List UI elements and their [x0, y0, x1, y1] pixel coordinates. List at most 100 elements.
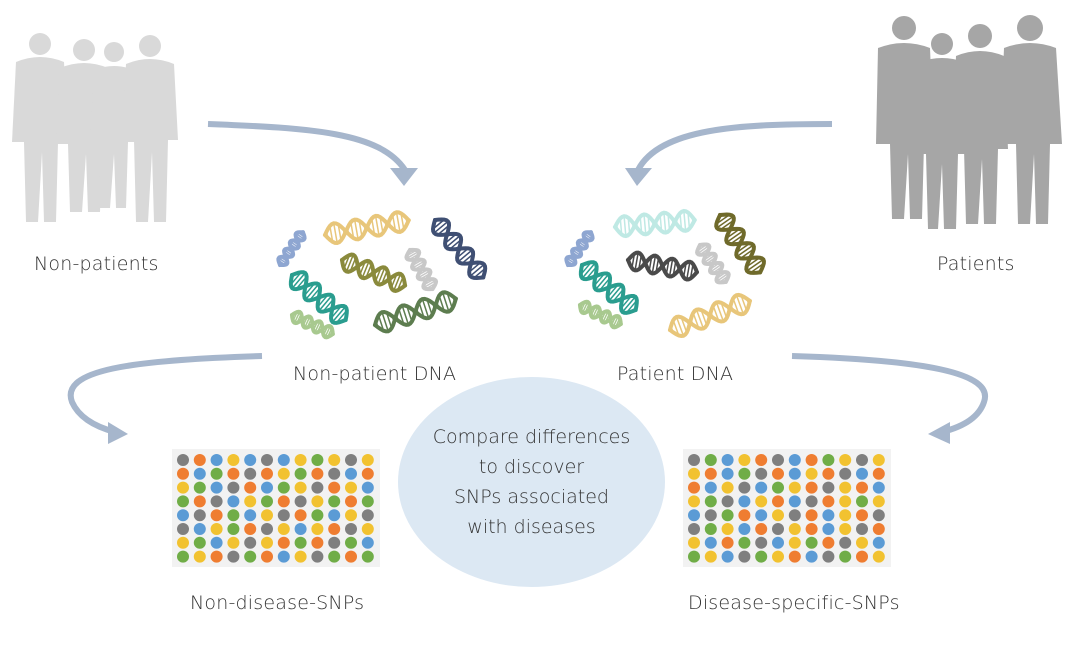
snp-dot	[788, 495, 801, 508]
snp-dot	[721, 454, 734, 466]
snp-dot	[839, 467, 852, 480]
snp-dot	[688, 495, 700, 508]
snp-dot	[688, 523, 700, 535]
snp-dot	[294, 536, 307, 549]
snp-dot	[738, 467, 751, 480]
snp-dot	[345, 550, 357, 563]
snp-dot	[755, 481, 768, 494]
snp-dot	[688, 481, 700, 494]
snp-dot	[772, 495, 784, 508]
snp-dot	[721, 495, 734, 508]
snp-dot	[856, 495, 868, 508]
snp-dot	[244, 523, 257, 535]
snp-dot	[244, 509, 257, 522]
dna-helix-icon	[578, 299, 623, 330]
snp-dot	[177, 509, 189, 522]
snp-dot	[755, 495, 768, 508]
snp-dot	[210, 495, 223, 508]
snp-dot	[822, 467, 835, 480]
snp-dot	[261, 509, 273, 522]
snp-dot	[856, 523, 868, 535]
arrow-head	[928, 422, 950, 444]
snp-dot	[328, 523, 341, 535]
snp-dot	[721, 536, 734, 549]
arrow-head	[390, 168, 418, 186]
snp-dot	[704, 550, 717, 563]
snp-dot	[193, 550, 206, 563]
snp-dot	[227, 495, 240, 508]
non-disease-snps-label: Non-disease-SNPs	[190, 592, 365, 614]
snp-dot	[839, 481, 852, 494]
snp-dot	[856, 454, 868, 466]
snp-dot	[822, 495, 835, 508]
snp-dot	[210, 454, 223, 466]
snp-dot	[294, 550, 307, 563]
arrow-head	[625, 168, 652, 186]
snp-dot	[755, 454, 768, 466]
snp-dot	[294, 467, 307, 480]
dna-helix-icon	[404, 247, 439, 292]
snp-dot	[704, 467, 717, 480]
dna-helix-icon	[288, 270, 349, 325]
snp-dot	[856, 550, 868, 563]
snp-dot	[788, 536, 801, 549]
snp-dot	[177, 481, 189, 494]
snp-dots	[177, 454, 374, 563]
snp-dot	[193, 509, 206, 522]
snp-dot	[345, 509, 357, 522]
snp-dot	[805, 550, 818, 563]
snp-dot	[277, 536, 290, 549]
snp-dot	[294, 495, 307, 508]
snp-dot	[277, 454, 290, 466]
snp-dot	[244, 536, 257, 549]
snp-dot	[227, 467, 240, 480]
snp-dot	[177, 454, 189, 466]
snp-dot	[294, 523, 307, 535]
disease-specific-snp-grid	[683, 449, 891, 567]
snp-dot	[721, 509, 734, 522]
snp-dot	[244, 550, 257, 563]
snp-dot	[294, 481, 307, 494]
snp-dot	[210, 550, 223, 563]
snp-dot	[294, 454, 307, 466]
snp-dot	[805, 509, 818, 522]
snp-dot	[755, 550, 768, 563]
snp-dot	[788, 550, 801, 563]
snp-dot	[328, 454, 341, 466]
snp-dot	[688, 467, 700, 480]
snp-dot	[227, 454, 240, 466]
snp-dot	[688, 509, 700, 522]
snp-dot	[704, 523, 717, 535]
snp-dot	[772, 467, 784, 480]
snp-dot	[177, 536, 189, 549]
non-patients-silhouette-icon	[12, 33, 178, 222]
non-patient-dna-cluster	[276, 210, 488, 340]
snp-dot	[788, 523, 801, 535]
snp-dot	[772, 509, 784, 522]
snp-dot	[738, 536, 751, 549]
snp-dot	[872, 454, 885, 466]
snp-dot	[839, 550, 852, 563]
snp-dot	[872, 509, 885, 522]
snp-dot	[704, 481, 717, 494]
dna-helix-icon	[340, 252, 408, 293]
snp-dot	[227, 509, 240, 522]
snp-dot	[822, 454, 835, 466]
snp-dot	[872, 481, 885, 494]
dna-helix-icon	[373, 290, 458, 334]
snp-dot	[839, 454, 852, 466]
snp-dot	[772, 550, 784, 563]
snp-dot	[839, 536, 852, 549]
arrow-dna-to-disease-snps	[791, 353, 989, 435]
snp-dot	[244, 495, 257, 508]
snp-dot	[345, 481, 357, 494]
snp-dot	[856, 481, 868, 494]
snp-dot	[261, 467, 273, 480]
patients-silhouette-icon	[876, 15, 1062, 229]
snp-dot	[805, 536, 818, 549]
snp-dot	[328, 481, 341, 494]
dna-helix-icon	[626, 250, 699, 282]
snp-dot	[721, 467, 734, 480]
snp-dot	[856, 536, 868, 549]
